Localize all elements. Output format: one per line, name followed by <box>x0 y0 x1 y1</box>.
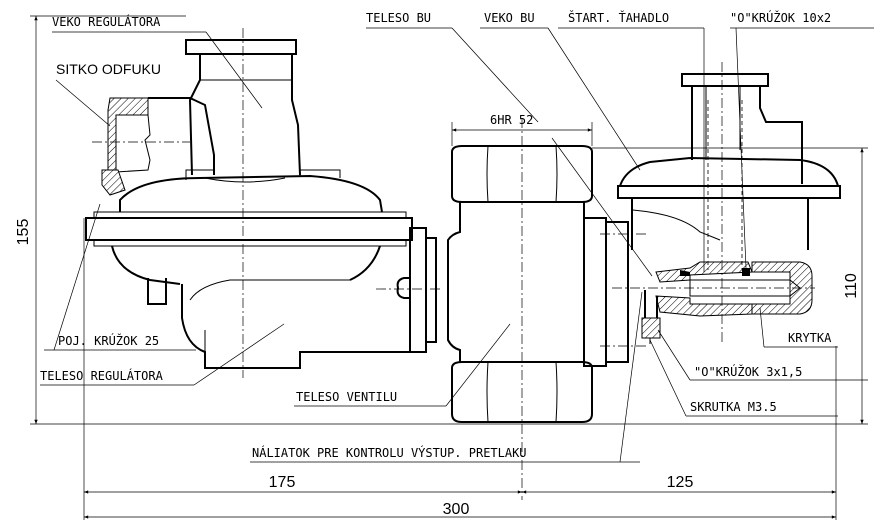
lower-hex-nut <box>451 361 593 423</box>
dim-width-right: 125 <box>667 474 694 491</box>
label-sitko-odfuku: SITKO ODFUKU <box>56 61 161 77</box>
dimension-values: 155 110 175 125 300 <box>15 219 860 518</box>
valve-flange-left <box>409 227 427 353</box>
regulator-upper-dome <box>119 174 383 213</box>
bu-dome <box>619 156 839 187</box>
skrutka-section <box>641 317 661 339</box>
regulator-lower-body <box>181 240 411 369</box>
label-naliatok: NÁLIATOK PRE KONTROLU VÝSTUP. PRETLAKU <box>252 445 527 460</box>
dim-height-total: 155 <box>15 219 32 246</box>
dim-width-left: 175 <box>269 474 296 491</box>
label-start-tahadlo: ŠTART. ŤAHADLO <box>568 10 669 25</box>
dim-height-right: 110 <box>843 273 860 299</box>
bu-cap-flange <box>681 73 769 87</box>
label-teleso-bu: TELESO BU <box>366 11 431 25</box>
center-lines <box>92 28 815 500</box>
label-o-kruzok-10x2: "O"KRÚŽOK 10x2 <box>730 10 831 25</box>
valve-assembly <box>409 145 629 423</box>
dimension-lines <box>30 15 868 520</box>
diaphragm-plate <box>85 217 413 241</box>
part-labels: VEKO REGULÁTORA SITKO ODFUKU TELESO BU V… <box>40 10 832 460</box>
valve-flange-right <box>583 217 607 367</box>
regulator-cap-flange <box>185 39 297 55</box>
label-teleso-regulatora: TELESO REGULÁTORA <box>40 368 164 383</box>
upper-hex-nut <box>451 145 593 203</box>
label-poj-kruzok: POJ. KRÚŽOK 25 <box>58 333 159 348</box>
dim-width-total: 300 <box>443 501 470 518</box>
vent-housing-section <box>107 97 149 176</box>
valve-body <box>447 202 585 362</box>
label-veko-bu: VEKO BU <box>484 11 535 25</box>
label-skrutka: SKRUTKA M3.5 <box>690 400 777 414</box>
regulator-assembly <box>85 39 413 369</box>
leader-lines <box>40 27 874 463</box>
regulator-neck <box>188 54 301 176</box>
label-krytka: KRYTKA <box>788 331 832 345</box>
regulator-lower-dome <box>111 245 381 285</box>
label-6hr-52: 6HR 52 <box>490 113 533 127</box>
label-o-kruzok-3x15: "O"KRÚŽOK 3x1,5 <box>694 364 802 379</box>
label-veko-regulatora: VEKO REGULÁTORA <box>52 14 161 29</box>
label-teleso-ventilu: TELESO VENTILU <box>296 390 397 404</box>
bu-assembly <box>617 73 841 344</box>
